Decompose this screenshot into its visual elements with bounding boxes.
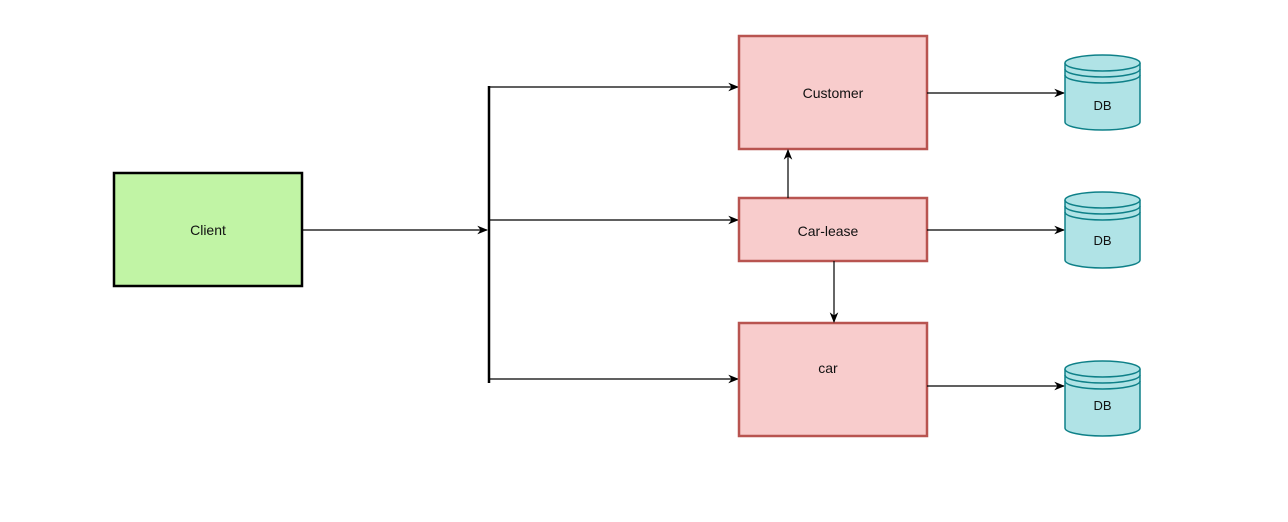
customer-label: Customer [803, 85, 864, 101]
db-top [1064, 54, 1141, 72]
car-lease-label: Car-lease [798, 223, 859, 239]
car-lease-db-cylinder[interactable]: DB [1064, 191, 1141, 269]
car-lease-box [737, 196, 929, 263]
client-label: Client [190, 222, 226, 238]
db-label: DB [1093, 233, 1111, 248]
customer-box [737, 34, 929, 151]
db-label: DB [1093, 398, 1111, 413]
car-label: car [818, 360, 838, 376]
db-body [1064, 200, 1141, 269]
car-node[interactable]: car [737, 321, 929, 438]
db-top [1064, 360, 1141, 378]
client-node[interactable]: Client [112, 171, 304, 288]
db-ring [1064, 68, 1141, 84]
db-label: DB [1093, 98, 1111, 113]
client-box [112, 171, 304, 288]
customer-db-cylinder[interactable]: DB [1064, 54, 1141, 131]
db-ring [1064, 205, 1141, 221]
car-lease-node[interactable]: Car-lease [737, 196, 929, 263]
db-top [1064, 191, 1141, 209]
car-db-cylinder[interactable]: DB [1064, 360, 1141, 437]
db-body [1064, 63, 1141, 131]
db-ring [1064, 374, 1141, 390]
db-body [1064, 369, 1141, 437]
customer-node[interactable]: Customer [737, 34, 929, 151]
car-box [737, 321, 929, 438]
